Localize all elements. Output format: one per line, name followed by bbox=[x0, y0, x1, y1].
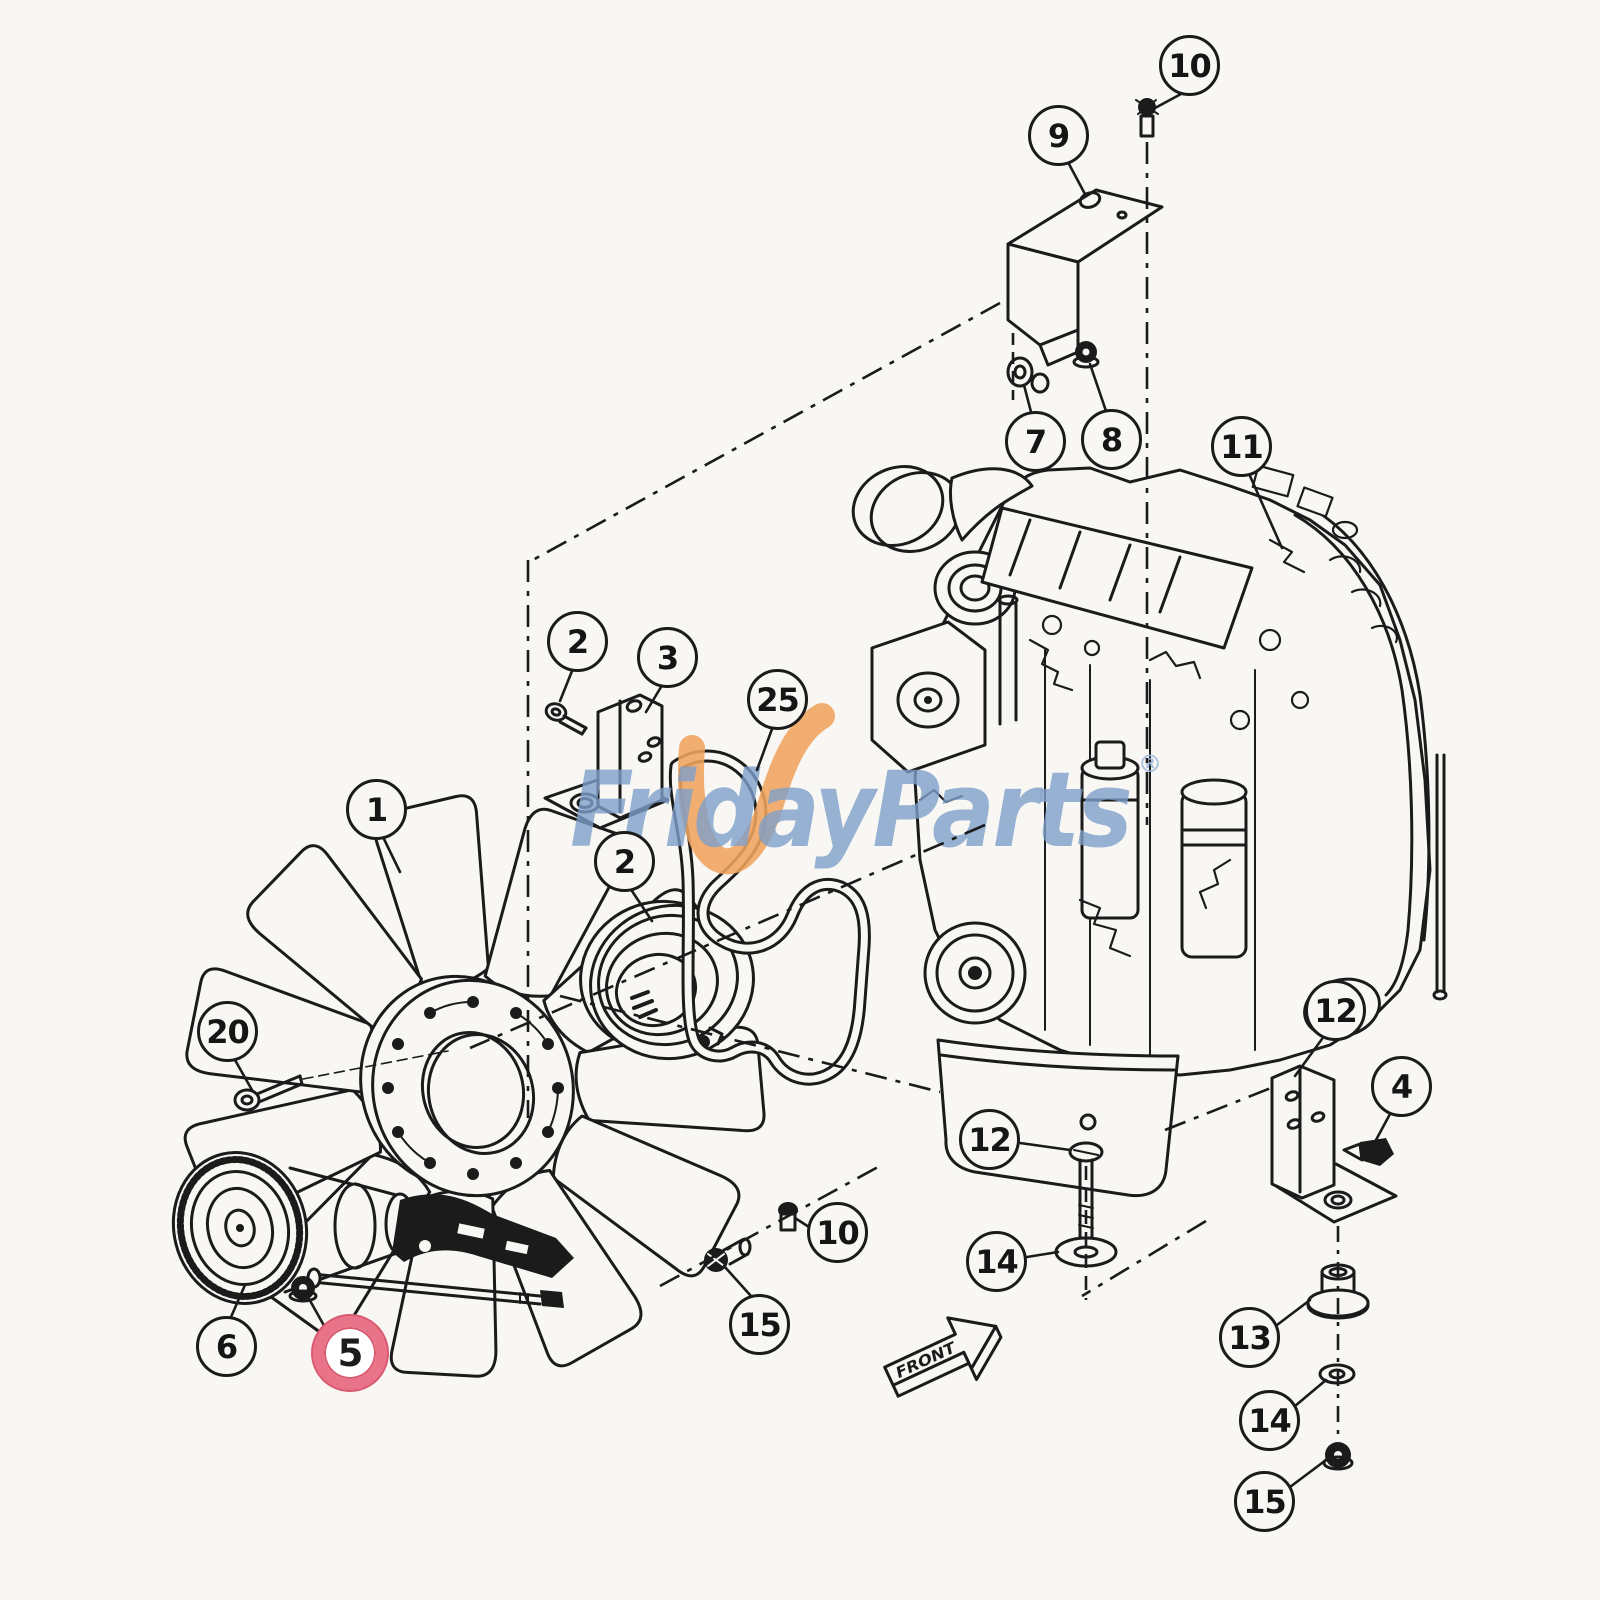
bolt-10-top bbox=[1136, 98, 1158, 136]
callout-9[interactable]: 9 bbox=[1028, 105, 1089, 166]
nut-8 bbox=[1074, 341, 1098, 367]
callout-2-upper[interactable]: 2 bbox=[547, 611, 608, 672]
callout-15-middle[interactable]: 15 bbox=[729, 1294, 790, 1355]
callout-8[interactable]: 8 bbox=[1081, 409, 1142, 470]
watermark: FridayParts ® bbox=[570, 716, 1162, 871]
callout-10-middle[interactable]: 10 bbox=[807, 1202, 868, 1263]
engine-assembly bbox=[841, 453, 1446, 1196]
callout-7[interactable]: 7 bbox=[1005, 411, 1066, 472]
callout-10-top[interactable]: 10 bbox=[1159, 35, 1220, 96]
callout-14-middle[interactable]: 14 bbox=[966, 1231, 1027, 1292]
fan-clutch-assembly bbox=[158, 1138, 574, 1308]
callout-12-middle[interactable]: 12 bbox=[959, 1109, 1020, 1170]
callout-14-right[interactable]: 14 bbox=[1239, 1390, 1300, 1451]
bracket-12-right bbox=[1272, 1066, 1396, 1222]
front-direction-arrow: FRONT bbox=[877, 1301, 1013, 1412]
callout-2-lower[interactable]: 2 bbox=[594, 831, 655, 892]
construction-lines bbox=[470, 142, 1338, 1442]
callout-12-right[interactable]: 12 bbox=[1305, 980, 1366, 1041]
callout-6[interactable]: 6 bbox=[196, 1316, 257, 1377]
callout-20[interactable]: 20 bbox=[197, 1001, 258, 1062]
watermark-text: FridayParts bbox=[570, 749, 1130, 871]
cooling-fan bbox=[177, 791, 767, 1384]
nut-15-right bbox=[1324, 1442, 1352, 1469]
watermark-registered-mark: ® bbox=[1138, 750, 1162, 778]
callout-leader-lines bbox=[231, 94, 1390, 1487]
callout-3[interactable]: 3 bbox=[637, 627, 698, 688]
callout-11[interactable]: 11 bbox=[1211, 416, 1272, 477]
fan-pulley bbox=[561, 881, 773, 1080]
watermark-check-icon bbox=[691, 716, 822, 861]
bracket-3 bbox=[545, 695, 668, 828]
callout-25[interactable]: 25 bbox=[747, 669, 808, 730]
bolt-4 bbox=[1344, 1138, 1394, 1166]
callout-4[interactable]: 4 bbox=[1371, 1056, 1432, 1117]
bolt-2-upper bbox=[544, 701, 586, 734]
bracket-9 bbox=[1008, 190, 1162, 365]
bolt-20 bbox=[235, 1051, 448, 1110]
callout-15-right[interactable]: 15 bbox=[1234, 1471, 1295, 1532]
callout-1[interactable]: 1 bbox=[346, 779, 407, 840]
callout-5-highlighted[interactable]: 5 bbox=[313, 1316, 387, 1390]
callout-13[interactable]: 13 bbox=[1219, 1307, 1280, 1368]
